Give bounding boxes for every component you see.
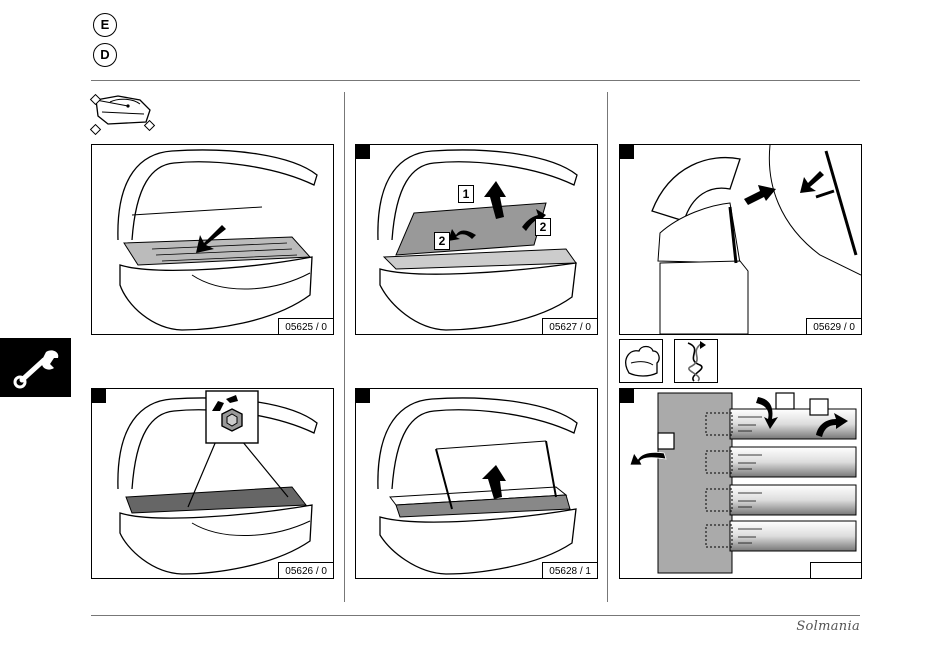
maintenance-tab <box>0 338 71 397</box>
figure-number: 05627 / 0 <box>542 318 598 335</box>
cleaning-hand-icon <box>619 339 663 383</box>
callout-1: 1 <box>458 185 474 203</box>
figure-05628: 05628 / 1 <box>355 388 598 579</box>
language-badge-d: D <box>93 43 117 67</box>
wrench-icon <box>0 338 71 397</box>
column-divider-left <box>344 92 345 602</box>
figure-05625: 05625 / 0 <box>91 144 334 335</box>
rotate-tube-icon <box>674 339 718 383</box>
figure-number: 05629 / 0 <box>806 318 862 335</box>
figure-05627: 1 2 2 05627 / 0 <box>355 144 598 335</box>
figure-number: 05626 / 0 <box>278 562 334 579</box>
footer-rule <box>91 615 860 616</box>
figure-tubes <box>619 388 862 579</box>
solarium-overview-icon <box>88 92 158 138</box>
callout-2-left: 2 <box>434 232 450 250</box>
figure-number: 05625 / 0 <box>278 318 334 335</box>
column-divider-right <box>607 92 608 602</box>
figure-number <box>810 562 862 579</box>
language-badge-e: E <box>93 13 117 37</box>
figure-05629: 05629 / 0 <box>619 144 862 335</box>
callout-2-right: 2 <box>535 218 551 236</box>
figure-05626: 05626 / 0 <box>91 388 334 579</box>
figure-number: 05628 / 1 <box>542 562 598 579</box>
brand-logo: Solmania <box>796 619 860 634</box>
header-rule <box>91 80 860 81</box>
